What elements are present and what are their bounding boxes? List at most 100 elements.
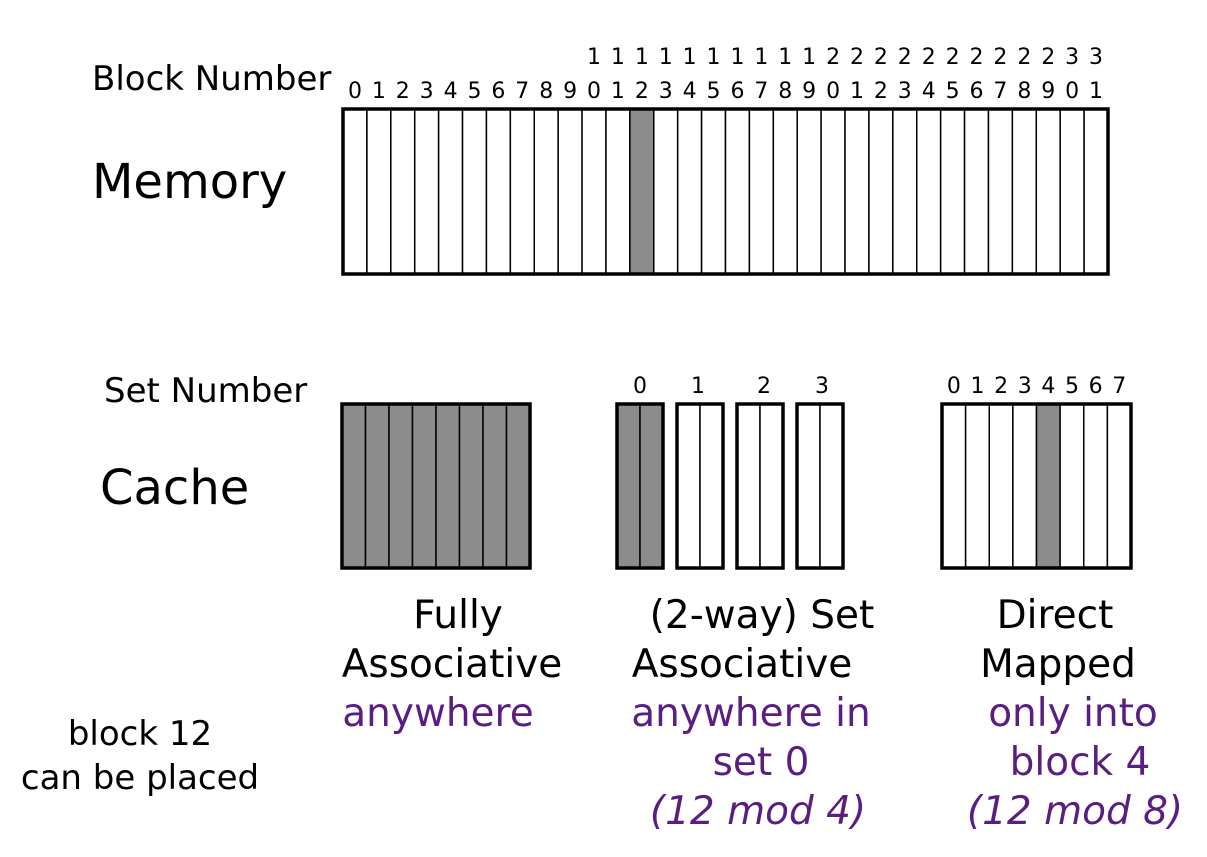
fully-block-4 <box>435 403 461 569</box>
direct-block-0 <box>941 403 967 569</box>
memory-block-number-30-ones: 0 <box>1065 79 1079 104</box>
set-3-way-1 <box>819 403 844 569</box>
memory-block-number-11-ones: 1 <box>611 79 625 104</box>
direct-outline <box>940 402 1133 570</box>
set-0-way-0 <box>616 403 641 569</box>
direct-block-label-1: 1 <box>970 374 984 399</box>
memory-block-number-5: 5 <box>467 79 481 104</box>
memory-block-number-23-ones: 3 <box>898 79 912 104</box>
fully-title-line2: Associative <box>341 642 563 687</box>
direct-placement-line2: block 4 <box>1009 740 1151 785</box>
direct-block-3 <box>1012 403 1038 569</box>
direct-block-4 <box>1035 403 1061 569</box>
memory-block-number-16-ones: 6 <box>730 79 744 104</box>
set-assoc-title-line2: Associative <box>631 642 853 687</box>
memory-block-19 <box>796 108 822 275</box>
set-3-way-0 <box>796 403 821 569</box>
direct-block-1 <box>964 403 990 569</box>
set-label-1: 1 <box>691 374 705 399</box>
memory-block-17 <box>748 108 775 275</box>
set-assoc-placement-line1: anywhere in <box>631 691 871 736</box>
memory-block-number-15-tens: 1 <box>707 45 721 70</box>
memory-block-number-17-ones: 7 <box>754 79 768 104</box>
memory-block-number-17-tens: 1 <box>754 45 768 70</box>
memory-block-number-21-tens: 2 <box>850 45 864 70</box>
memory-block-6 <box>485 108 512 275</box>
memory-block-number-0: 0 <box>348 79 362 104</box>
memory-block-11 <box>605 108 631 275</box>
memory-block-number-11-tens: 1 <box>611 45 625 70</box>
direct-title-line1: Direct <box>996 593 1114 638</box>
memory-block-12 <box>629 108 655 275</box>
memory-blocks <box>341 107 1110 276</box>
memory-block-10 <box>581 108 607 275</box>
memory-block-number-10-tens: 1 <box>587 45 601 70</box>
memory-block-27 <box>987 108 1014 275</box>
set-number-label: Set Number <box>104 371 308 411</box>
memory-block-16 <box>724 108 751 275</box>
memory-block-22 <box>868 108 894 275</box>
fully-block-5 <box>458 403 484 569</box>
memory-block-number-24-ones: 4 <box>922 79 936 104</box>
memory-block-number-30-tens: 3 <box>1065 45 1079 70</box>
direct-block-label-2: 2 <box>994 374 1008 399</box>
fully-associative-cache <box>340 402 532 570</box>
memory-block-9 <box>557 108 583 275</box>
memory-block-number-28-tens: 2 <box>1017 45 1031 70</box>
memory-block-number-18-ones: 8 <box>778 79 792 104</box>
memory-block-8 <box>533 108 559 275</box>
fully-block-3 <box>411 403 437 569</box>
memory-block-number-27-tens: 2 <box>993 45 1007 70</box>
memory-block-number-14-tens: 1 <box>683 45 697 70</box>
memory-block-3 <box>413 108 440 275</box>
memory-block-number-2: 2 <box>396 79 410 104</box>
fully-block-1 <box>364 403 390 569</box>
set-3-outline <box>795 402 845 570</box>
memory-block-number-31-tens: 3 <box>1089 45 1103 70</box>
fully-title-line1: Fully <box>413 593 503 638</box>
memory-block-31 <box>1083 108 1109 275</box>
fully-block-2 <box>388 403 414 569</box>
memory-block-number-9: 9 <box>563 79 577 104</box>
memory-block-number-12-tens: 1 <box>635 45 649 70</box>
cache-label: Cache <box>100 460 250 516</box>
set-label-2: 2 <box>757 374 771 399</box>
memory-block-5 <box>461 108 488 275</box>
memory-block-20 <box>820 108 846 275</box>
memory-block-number-16-tens: 1 <box>730 45 744 70</box>
set-0-way-1 <box>639 403 664 569</box>
memory-block-number-24-tens: 2 <box>922 45 936 70</box>
memory-block-number-3: 3 <box>420 79 434 104</box>
note-line2: can be placed <box>20 758 260 799</box>
memory-block-number-26-ones: 6 <box>970 79 984 104</box>
memory-block-number-31-ones: 1 <box>1089 79 1103 104</box>
memory-block-number-20-ones: 0 <box>826 79 840 104</box>
memory-block-24 <box>916 108 942 275</box>
set-assoc-title-line1: (2-way) Set <box>649 593 875 638</box>
memory-block-15 <box>700 108 727 275</box>
set-assoc-placement-line2: set 0 <box>712 740 810 785</box>
set-1-way-0 <box>676 403 701 569</box>
memory-block-26 <box>963 108 990 275</box>
set-label-3: 3 <box>815 374 829 399</box>
memory-block-number-29-tens: 2 <box>1041 45 1055 70</box>
direct-placement-line1: only into <box>988 691 1158 736</box>
memory-block-number-7: 7 <box>515 79 529 104</box>
memory-block-number-6: 6 <box>491 79 505 104</box>
memory-block-28 <box>1011 108 1038 275</box>
memory-block-number-19-tens: 1 <box>802 45 816 70</box>
memory-block-number-26-tens: 2 <box>970 45 984 70</box>
memory-block-number-14-ones: 4 <box>683 79 697 104</box>
memory-block-number-22-ones: 2 <box>874 79 888 104</box>
memory-block-number-25-ones: 5 <box>946 79 960 104</box>
set-2-outline <box>735 402 785 570</box>
note-line1: block 12 <box>67 714 213 754</box>
memory-block-14 <box>676 108 703 275</box>
direct-block-7 <box>1106 403 1132 569</box>
memory-block-number-4: 4 <box>444 79 458 104</box>
memory-block-number-29-ones: 9 <box>1041 79 1055 104</box>
set-2-way-1 <box>759 403 784 569</box>
